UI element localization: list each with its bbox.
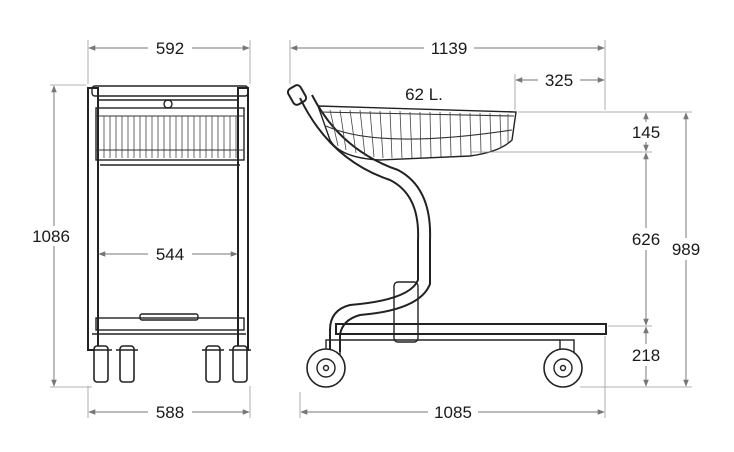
- front-basket-wires: [103, 116, 237, 158]
- front-view: [50, 40, 251, 418]
- side-basket-wires: [329, 109, 509, 159]
- side-total-length-label: 1139: [431, 39, 468, 58]
- front-height-label: 1086: [32, 227, 70, 246]
- front-bottom-width-label: 588: [156, 403, 184, 422]
- side-view: [286, 40, 692, 418]
- side-wheels: [306, 339, 583, 388]
- basket-overhang-label: 325: [545, 71, 573, 90]
- bottom-height-label: 218: [632, 346, 660, 365]
- middle-height-label: 626: [632, 230, 660, 249]
- side-base-length-label: 1085: [434, 403, 472, 422]
- total-height-label: 989: [672, 240, 700, 259]
- front-inner-width-label: 544: [156, 245, 184, 264]
- front-wheels: [90, 345, 251, 383]
- front-top-width-label: 592: [156, 39, 184, 58]
- basket-depth-label: 145: [632, 123, 660, 142]
- basket-volume-label: 62 L.: [405, 85, 443, 104]
